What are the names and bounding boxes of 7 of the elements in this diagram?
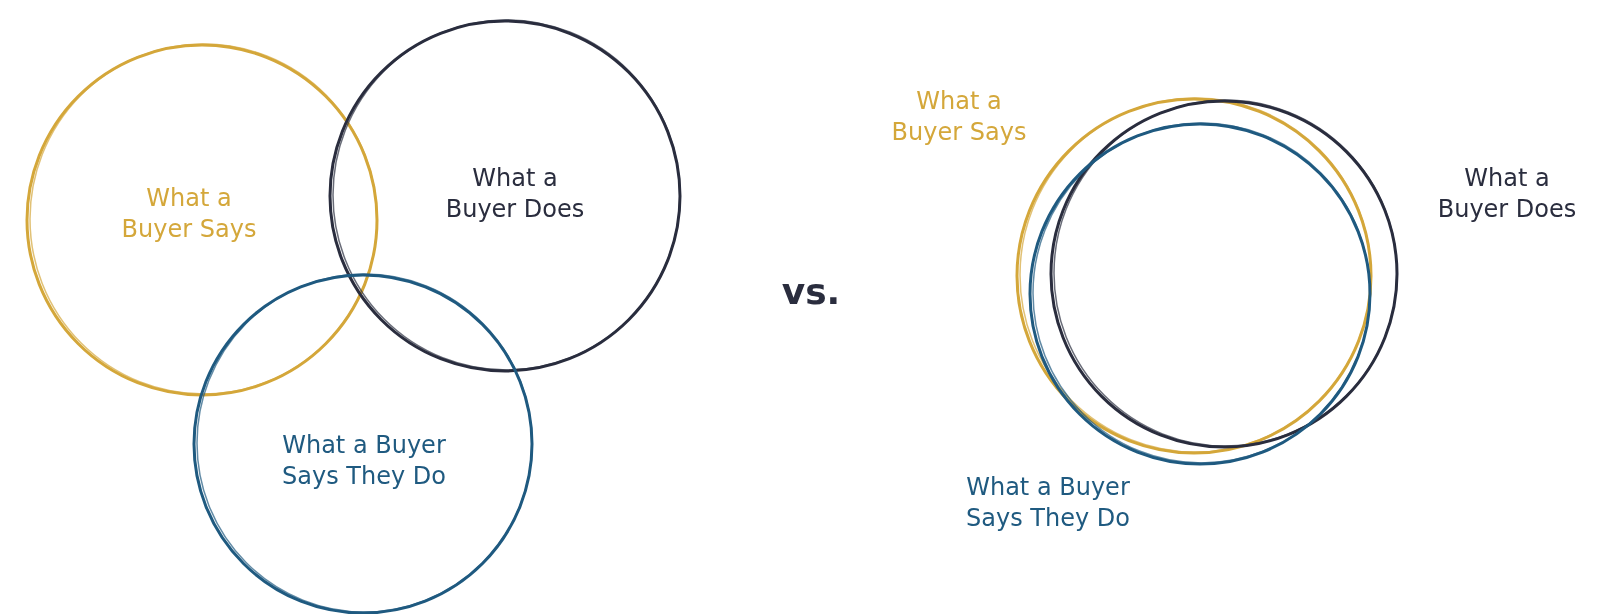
circle-label: What a Buyer Says [890,85,1028,148]
circle-label: What a Buyer Says They Do [281,429,447,492]
versus-label: vs. [781,270,841,312]
circle-label: What a Buyer Does [1436,162,1578,225]
circle-label: What a Buyer Does [444,162,586,225]
circle-label: What a Buyer Says [120,182,258,245]
circle-label: What a Buyer Says They Do [965,471,1131,534]
